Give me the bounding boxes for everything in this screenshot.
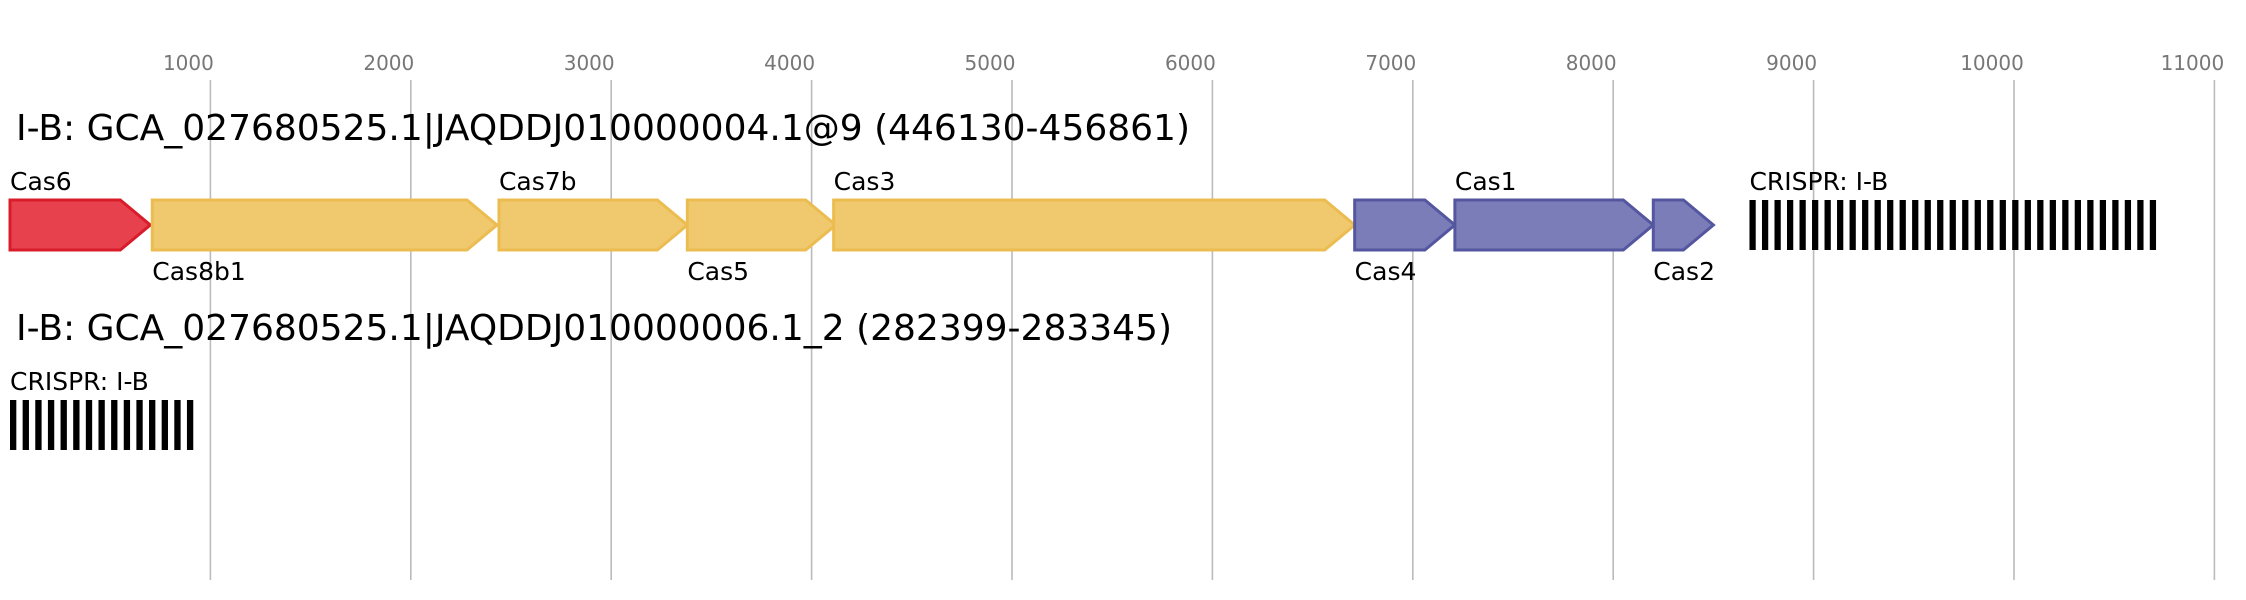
crispr-repeat [1849, 200, 1856, 250]
gene-arrow-cas3 [832, 198, 1358, 252]
tick-label-2000: 2000 [363, 51, 414, 75]
crispr-repeat [2149, 200, 2157, 250]
crispr-repeat [1887, 200, 1894, 250]
crispr-repeat [2112, 200, 2119, 250]
crispr-repeat [35, 400, 42, 450]
crispr-repeat [2137, 200, 2144, 250]
crispr-label: CRISPR: I-B [1749, 167, 1888, 196]
crispr-repeat [47, 400, 55, 450]
crispr-repeat [1862, 200, 1869, 250]
crispr-repeat [1761, 200, 1769, 250]
tick-label-8000: 8000 [1566, 51, 1617, 75]
crispr-repeat [73, 400, 80, 450]
tick-label-7000: 7000 [1365, 51, 1416, 75]
gene-label-cas2: Cas2 [1653, 257, 1715, 286]
crispr-repeat [2124, 200, 2132, 250]
crispr-repeat [22, 400, 29, 450]
locus-1: I-B: GCA_027680525.1|JAQDDJ010000004.1@9… [8, 108, 2157, 286]
locus-2: I-B: GCA_027680525.1|JAQDDJ010000006.1_2… [10, 308, 1172, 450]
gene-arrow-cas7b [497, 198, 690, 252]
crispr-repeat [1937, 200, 1944, 250]
crispr-repeat [98, 400, 105, 450]
tick-label-11000: 11000 [2161, 51, 2225, 75]
crispr-repeat [174, 400, 181, 450]
gene-label-cas8b1: Cas8b1 [152, 257, 245, 286]
crispr-repeat [1749, 200, 1756, 250]
crispr-repeat [1912, 200, 1919, 250]
crispr-label: CRISPR: I-B [10, 367, 149, 396]
gene-arrow-cas1 [1453, 198, 1656, 252]
gene-label-cas7b: Cas7b [499, 167, 577, 196]
crispr-repeat [1999, 200, 2006, 250]
crispr-repeat [1787, 200, 1794, 250]
crispr-repeat [1924, 200, 1931, 250]
tick-label-3000: 3000 [564, 51, 615, 75]
crispr-repeat [123, 400, 131, 450]
tick-label-1000: 1000 [163, 51, 214, 75]
gene-label-cas6: Cas6 [10, 167, 72, 196]
crispr-repeat [1812, 200, 1819, 250]
crispr-repeat [1899, 200, 1906, 250]
gene-arrow-cas8b1 [150, 198, 500, 252]
crispr-repeat [161, 400, 168, 450]
crispr-repeat [1874, 200, 1881, 250]
crispr-repeat [2012, 200, 2019, 250]
gene-arrow-cas4 [1353, 198, 1458, 252]
crispr-repeat [2049, 200, 2056, 250]
loci: I-B: GCA_027680525.1|JAQDDJ010000004.1@9… [8, 108, 2157, 450]
crispr-repeat [186, 400, 194, 450]
crispr-repeat [85, 400, 93, 450]
crispr-repeat [1824, 200, 1831, 250]
gene-label-cas1: Cas1 [1455, 167, 1517, 196]
gene-arrow-cas5 [685, 198, 838, 252]
crispr-repeat [1949, 200, 1956, 250]
tick-label-9000: 9000 [1766, 51, 1817, 75]
crispr-repeat [1987, 200, 1994, 250]
tick-label-6000: 6000 [1165, 51, 1216, 75]
tick-label-4000: 4000 [764, 51, 815, 75]
gridlines [209, 80, 2216, 580]
locus-title: I-B: GCA_027680525.1|JAQDDJ010000006.1_2… [16, 308, 1172, 349]
crispr-repeat [111, 400, 118, 450]
crispr-repeat [1837, 200, 1844, 250]
crispr-repeat [2074, 200, 2081, 250]
crispr-repeat [10, 400, 17, 450]
gene-label-cas5: Cas5 [687, 257, 749, 286]
crispr-repeat [2024, 200, 2031, 250]
crispr-repeat [136, 400, 143, 450]
crispr-repeat [2099, 200, 2107, 250]
gene-arrow-cas2 [1651, 198, 1716, 252]
tick-label-5000: 5000 [965, 51, 1016, 75]
gene-arrow-cas6 [8, 198, 153, 252]
crispr-repeat [149, 400, 156, 450]
gene-label-cas4: Cas4 [1355, 257, 1417, 286]
locus-title: I-B: GCA_027680525.1|JAQDDJ010000004.1@9… [16, 108, 1190, 149]
crispr-repeat [60, 400, 67, 450]
crispr-repeat [1974, 200, 1981, 250]
axis-ticks: 1000 2000 3000 4000 5000 6000 7000 8000 9000 1000… [163, 51, 2224, 75]
crispr-repeat [2062, 200, 2069, 250]
crispr-repeat [1962, 200, 1969, 250]
crispr-repeat [2037, 200, 2044, 250]
gene-label-cas3: Cas3 [834, 167, 896, 196]
crispr-repeat [1774, 200, 1781, 250]
tick-label-10000: 10000 [1960, 51, 2024, 75]
crispr-repeat [1799, 200, 1806, 250]
crispr-repeat [2087, 200, 2094, 250]
